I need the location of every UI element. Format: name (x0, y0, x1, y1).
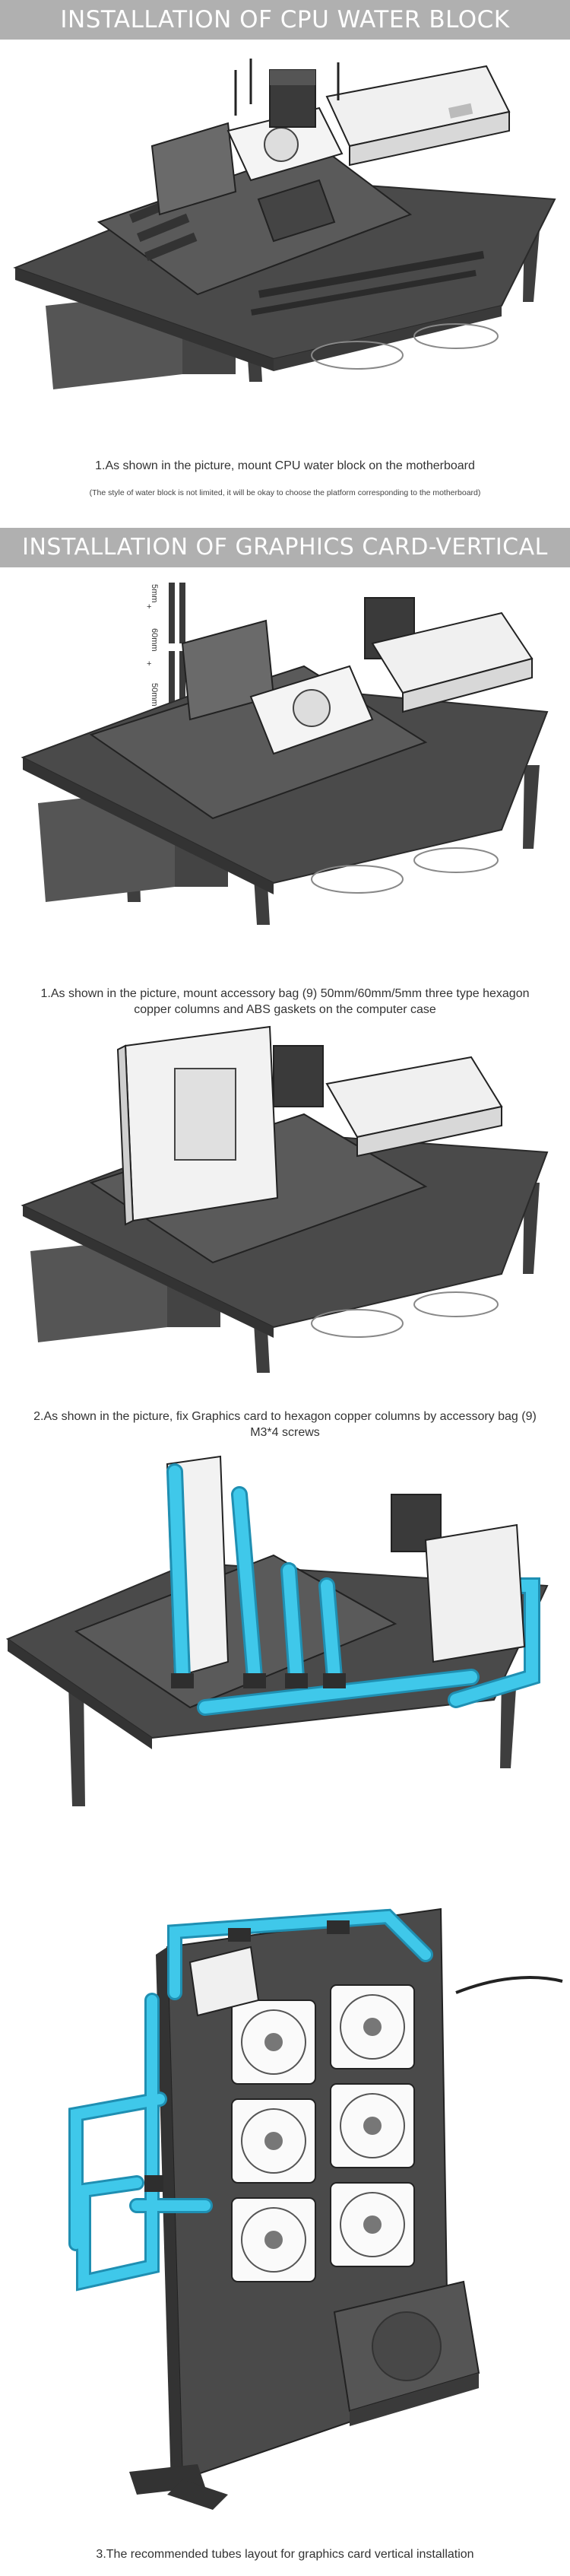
step3-caption: 3.The recommended tubes layout for graph… (96, 2548, 474, 2561)
section-title-cpu: INSTALLATION OF CPU WATER BLOCK (0, 0, 570, 40)
tubes-layout-illustration (0, 1449, 570, 1879)
svg-text:+: + (147, 659, 151, 669)
spacer-label-5mm: 5mm (150, 584, 159, 602)
spacer-label-50mm: 50mm (150, 683, 159, 707)
svg-text:+: + (147, 602, 151, 611)
cpu-caption: 1.As shown in the picture, mount CPU wat… (95, 459, 475, 472)
cpu-note: (The style of water block is not limited… (89, 488, 481, 497)
step2-caption: 2.As shown in the picture, fix Graphics … (33, 1410, 537, 1439)
graphics-card-illustration (0, 1023, 570, 1403)
spacer-label-60mm: 60mm (150, 628, 159, 652)
cpu-water-block-illustration (0, 40, 570, 435)
spacers-illustration: 5mm 60mm 50mm + + (0, 567, 570, 978)
vertical-case-illustration (0, 1886, 570, 2525)
section-title-gpu: INSTALLATION OF GRAPHICS CARD-VERTICAL I… (0, 528, 570, 600)
step1-caption: 1.As shown in the picture, mount accesso… (40, 987, 530, 1016)
